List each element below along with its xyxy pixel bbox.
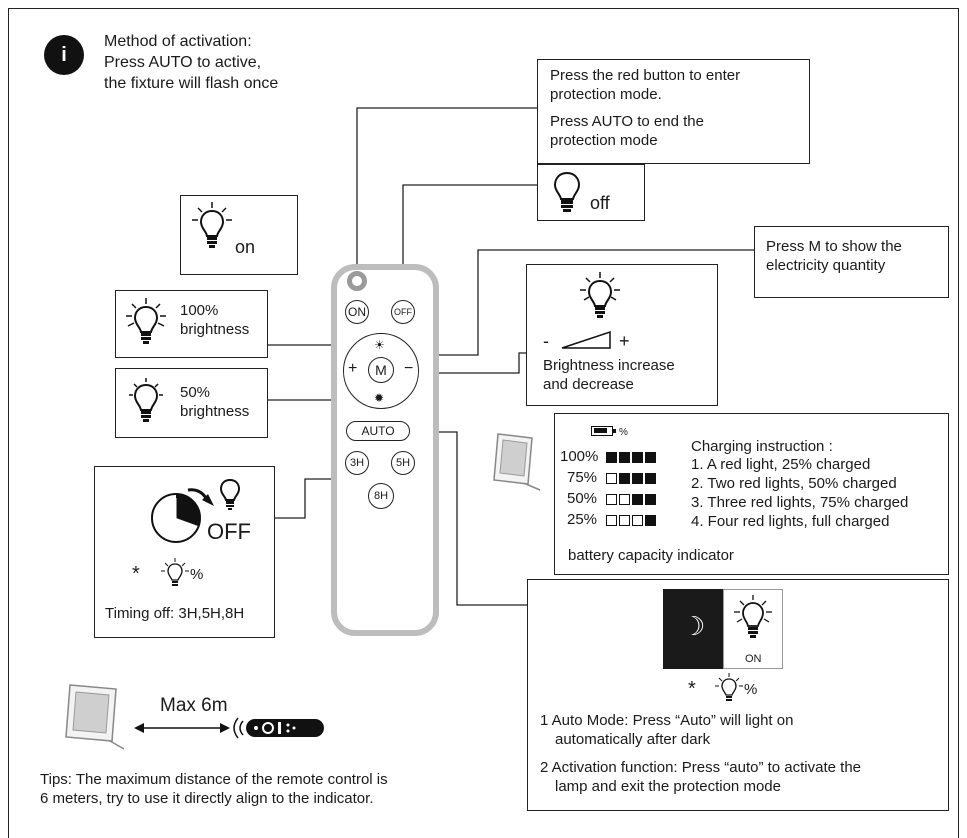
bulb-rays-icon [580,272,620,318]
off-box [537,164,645,221]
bulb-rays-icon [715,673,743,701]
level-25-indicator [606,512,658,530]
timer-caption: Timing off: 3H,5H,8H [105,605,245,622]
brightness-50-line-2: brightness [180,403,250,420]
dpad-minus-button[interactable]: − [404,360,414,377]
timer-5h-button[interactable]: 5H [391,451,415,475]
timer-3h-button[interactable]: 3H [345,451,369,475]
brightness-100-box [115,290,268,358]
charging-item-4: 4. Four red lights, full charged [691,513,890,530]
tips-line-2: 6 meters, try to use it directly align t… [40,790,374,807]
dpad-plus-button[interactable]: + [348,360,358,377]
brightness-50-box [115,368,268,438]
auto-item-1-line-2: automatically after dark [555,731,711,748]
dpad-ring [343,333,419,409]
charging-footer: battery capacity indicator [568,547,734,564]
range-arrow [134,723,230,733]
on-box [180,195,298,275]
auto-item-1-line-1: 1 Auto Mode: Press “Auto” will light on [540,712,794,729]
auto-percent: % [744,681,758,698]
auto-on-label: ON [745,653,762,665]
diagram-frame [8,8,959,838]
protection-line-1: Press the red button to enter [550,67,741,84]
protection-line-4: protection mode [550,132,658,149]
auto-item-2-line-2: lamp and exit the protection mode [555,778,781,795]
brightness-100-line-1: 100% [180,302,219,319]
brightness-100-line-2: brightness [180,321,250,338]
off-button[interactable]: OFF [391,300,415,324]
auto-item-2-line-1: 2 Activation function: Press “auto” to a… [540,759,862,776]
auto-button[interactable]: AUTO [346,421,410,441]
tips-line-1: Tips: The maximum distance of the remote… [40,771,388,788]
bulb-dim-icon [129,378,163,422]
press-m-line-1: Press M to show the [766,238,902,255]
level-75-indicator [606,470,658,488]
level-25: 25% [567,511,598,528]
moon-icon: ☽ [682,611,706,641]
protection-line-2: protection mode. [550,86,662,103]
press-m-line-2: electricity quantity [766,257,886,274]
bulb-rays-icon [192,202,232,248]
info-icon: i [44,35,84,75]
charging-item-1: 1. A red light, 25% charged [691,456,871,473]
brightness-adjust-box [526,264,718,406]
night-panel [663,589,723,669]
protection-red-button[interactable] [347,271,367,291]
protection-mode-box [537,59,810,164]
info-line-3: the fixture will flash once [104,75,279,92]
timer-percent: % [190,566,204,583]
bulb-bright-icon [126,298,166,344]
ramp-icon [561,330,611,349]
battery-percent-sign: % [619,427,628,438]
info-line-1: Method of activation: [104,33,252,50]
bulb-rays-icon [161,558,189,586]
charging-title: Charging instruction : [691,438,833,455]
solar-panel-icon [493,433,541,491]
bulb-rays-icon [734,595,772,638]
timer-8h-button[interactable]: 8H [368,483,394,509]
on-label: on [235,237,256,257]
timer-clock-icon [151,478,241,543]
charging-item-2: 2. Two red lights, 50% charged [691,475,897,492]
on-button[interactable]: ON [345,300,369,324]
timer-asterisk: * [132,563,140,585]
bulb-icon [553,171,581,212]
sun-up-icon[interactable]: ☀ [374,338,385,352]
solar-panel-icon [65,684,125,750]
protection-line-3: Press AUTO to end the [550,113,704,130]
level-50-indicator [606,491,658,509]
m-button[interactable]: M [368,357,394,383]
info-line-2: Press AUTO to active, [104,54,262,71]
auto-asterisk: * [688,678,696,700]
level-50: 50% [567,490,598,507]
press-m-box [754,226,949,298]
remote-signal-icon [233,717,324,739]
sun-down-icon[interactable]: ✹ [374,391,385,405]
brightness-adjust-line-2: and decrease [543,376,634,393]
charging-item-3: 3. Three red lights, 75% charged [691,494,909,511]
off-label: off [590,193,610,213]
remote-control [331,264,439,636]
distance-label: Max 6m [160,695,228,716]
battery-icon [591,426,616,436]
brightness-adjust-line-1: Brightness increase [543,357,675,374]
timer-off-label: OFF [207,519,251,544]
brightness-50-line-1: 50% [180,384,211,401]
brightness-minus: - [543,331,549,351]
brightness-plus: + [619,331,630,351]
level-100-indicator [606,449,658,467]
level-75: 75% [567,469,598,486]
level-100: 100% [560,448,599,465]
